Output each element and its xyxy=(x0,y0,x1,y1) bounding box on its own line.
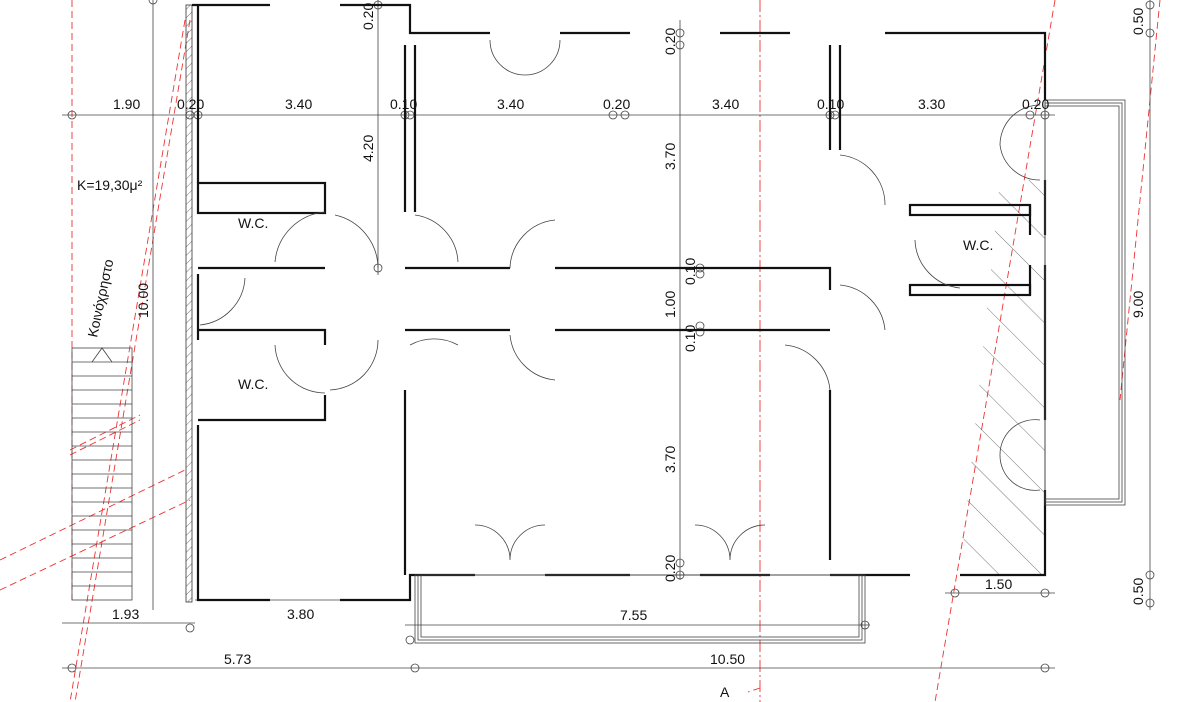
shared-space-label: Κοινόχρηστο xyxy=(84,257,116,338)
dim-top: 3.40 xyxy=(712,96,739,112)
dim-bottom: 10.50 xyxy=(710,651,745,667)
dim-vertical: 4.20 xyxy=(360,135,376,162)
dim-bottom: 3.80 xyxy=(287,606,314,622)
walls xyxy=(192,3,1047,602)
wc-label-top-left: W.C. xyxy=(238,215,268,231)
doors xyxy=(199,39,1041,561)
dim-top: 0.20 xyxy=(1022,96,1049,112)
balcony-bottom xyxy=(414,574,866,644)
dim-bottom: 7.55 xyxy=(620,607,647,623)
dim-vertical: 3.70 xyxy=(662,446,678,473)
dim-top: 0.20 xyxy=(177,96,204,112)
wc-label-right: W.C. xyxy=(963,237,993,253)
dim-vertical: 3.70 xyxy=(662,143,678,170)
wc-label-bottom-left: W.C. xyxy=(238,376,268,392)
dim-vertical: 0.10 xyxy=(682,325,698,352)
dim-bottom: 5.73 xyxy=(224,651,251,667)
dim-vertical: 0.50 xyxy=(1130,578,1146,605)
dim-top: 1.90 xyxy=(113,96,140,112)
room-labels: W.C. W.C. W.C. K=19,30μ² Κοινόχρηστο A xyxy=(77,177,993,700)
dim-top: 3.30 xyxy=(918,96,945,112)
dim-vertical: 1.00 xyxy=(662,291,678,318)
dim-top: 0.10 xyxy=(817,96,844,112)
dim-vertical: 0.20 xyxy=(662,28,678,55)
dim-top: 3.40 xyxy=(497,96,524,112)
dim-vertical: 0.50 xyxy=(1130,8,1146,35)
dim-vertical: 9.00 xyxy=(1130,291,1146,318)
dim-top: 0.10 xyxy=(390,96,417,112)
section-marker: A xyxy=(720,684,730,700)
dim-bottom: 1.50 xyxy=(985,576,1012,592)
staircase xyxy=(71,347,133,601)
dim-vertical: 0.20 xyxy=(662,555,678,582)
dim-top: 0.20 xyxy=(603,96,630,112)
dim-top: 3.40 xyxy=(285,96,312,112)
dimension-labels: 1.90 0.20 3.40 0.10 3.40 0.20 3.40 0.10 … xyxy=(112,3,1146,667)
hatched-zone xyxy=(960,180,1045,575)
balcony-right xyxy=(1044,99,1126,506)
party-wall xyxy=(185,4,193,603)
area-label: K=19,30μ² xyxy=(77,177,143,193)
dim-bottom: 1.93 xyxy=(112,606,139,622)
dim-vertical: 0.10 xyxy=(682,258,698,285)
dim-vertical: 10.00 xyxy=(135,283,151,318)
dim-vertical: 0.20 xyxy=(360,3,376,30)
